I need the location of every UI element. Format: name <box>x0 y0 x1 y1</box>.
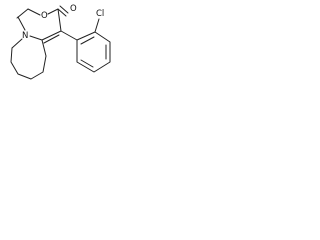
n-methyl-bond <box>17 16 26 31</box>
structure-svg: O O N Cl <box>10 4 111 80</box>
ethyl-ch2-o-bond <box>27 8 41 16</box>
alpha-phenyl-bond <box>60 30 78 41</box>
ester-o-carbonyl-bond <box>47 8 59 15</box>
ring-backbone <box>10 39 47 80</box>
carbonyl-double-bond-b <box>59 5 69 14</box>
ethyl-ch3-bond <box>16 8 29 19</box>
phenyl-inner-bond-3 <box>80 59 94 68</box>
exocyclic-double-bond-b <box>43 34 60 44</box>
carbonyl-double-bond-a <box>57 8 67 17</box>
ester-oxygen-label: O <box>41 11 48 21</box>
chlorophenyl-ring <box>76 31 111 73</box>
ethyl-group <box>16 8 41 19</box>
chemical-structure: O O N Cl <box>0 0 114 105</box>
ring-nitrogen-label: N <box>22 31 28 41</box>
phenyl-outline <box>76 31 111 73</box>
exocyclic-double-bond-a <box>41 30 62 41</box>
chlorine-label: Cl <box>96 9 104 19</box>
ring-c2-n-bond <box>29 35 43 41</box>
c-cl-bond <box>94 18 100 33</box>
carbonyl-oxygen-label: O <box>70 4 77 14</box>
phenyl-inner-bond-1 <box>80 36 95 45</box>
ring-n-c7-bond <box>11 38 23 49</box>
carbonyl-alpha-bond <box>57 8 62 32</box>
azepane-ring <box>10 35 47 80</box>
